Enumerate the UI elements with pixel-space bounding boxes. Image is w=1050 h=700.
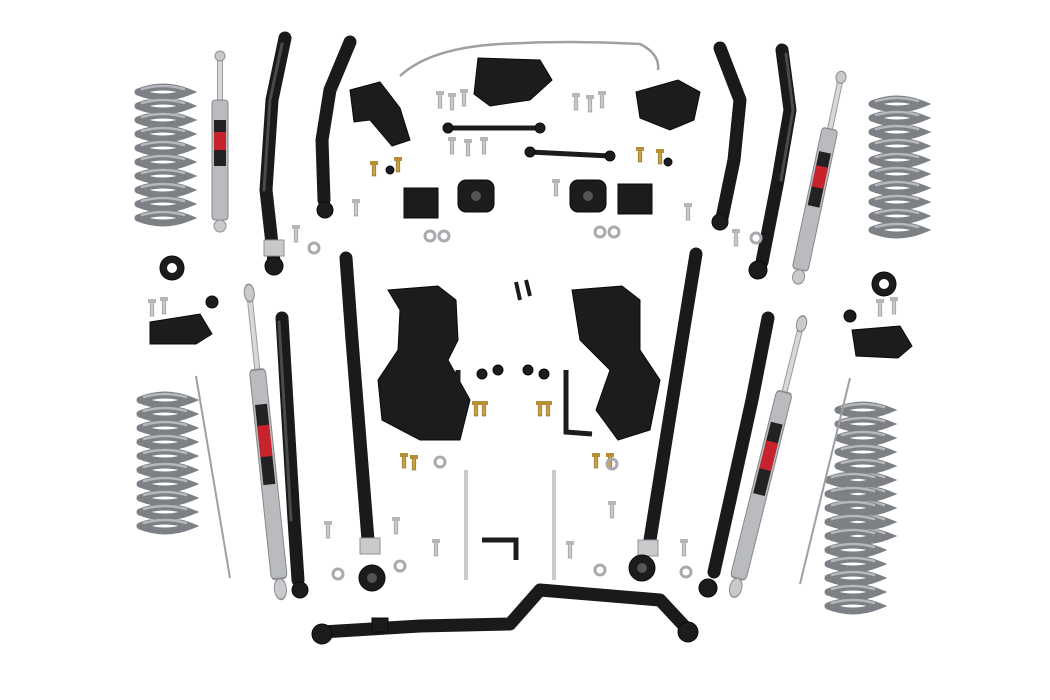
sway-bar-links [442,122,616,162]
control-arm-left-2 [315,35,357,219]
coil-spring-top-right [872,98,922,235]
track-bar [311,583,699,645]
bump-stop-brackets [377,285,661,441]
control-arm-right-3 [628,247,703,582]
control-arm-left-4 [339,251,386,592]
coil-spring-bottom-left [140,394,190,601]
control-arm-right-1 [711,41,747,231]
shock-top-left [211,50,229,233]
bracket-top-center [349,57,701,147]
sway-bar-disconnects [195,375,851,585]
lower-link-brackets [431,370,593,560]
shock-top-right [788,69,851,287]
control-arm-left-3 [275,311,309,599]
spacers [403,179,653,219]
control-arm-left-1 [259,31,292,276]
drop-brackets [149,255,913,359]
control-arm-right-2 [748,43,797,280]
coil-spring-top-left [138,86,188,223]
control-arm-right-4 [698,311,775,598]
hardware-nuts-black [385,157,673,380]
brake-line [399,40,660,77]
